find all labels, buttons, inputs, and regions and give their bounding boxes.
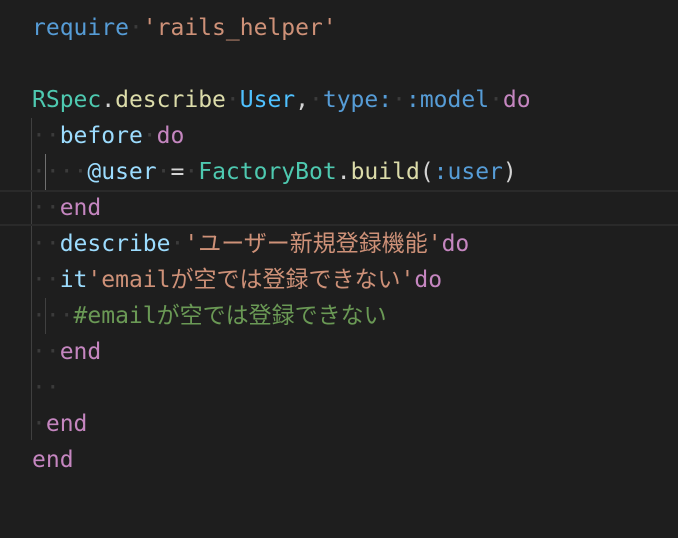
code-token-control: end xyxy=(59,195,102,221)
whitespace-marker: · xyxy=(170,231,185,257)
indent-guide xyxy=(45,298,46,334)
code-token-string: 'rails_helper' xyxy=(142,15,337,41)
whitespace-marker: · xyxy=(309,87,323,113)
whitespace-marker: ·· xyxy=(32,339,60,365)
code-line[interactable]: ··before·do xyxy=(32,118,678,154)
whitespace-marker: · xyxy=(184,159,199,185)
indent-guide xyxy=(31,118,32,440)
whitespace-marker: ·· xyxy=(32,123,60,149)
code-token-control: do xyxy=(441,231,470,257)
code-line[interactable]: ··end xyxy=(32,334,678,370)
code-editor[interactable]: require·'rails_helper' RSpec.describe·Us… xyxy=(0,10,678,478)
code-token-var: it xyxy=(59,267,88,293)
whitespace-marker: · xyxy=(128,15,143,41)
code-token-var: before xyxy=(59,123,143,149)
code-token-plain: = xyxy=(170,159,185,185)
whitespace-marker: ···· xyxy=(32,159,88,185)
whitespace-marker: · xyxy=(156,159,171,185)
whitespace-marker: · xyxy=(142,123,157,149)
code-token-string: 'emailが空では登録できない' xyxy=(87,267,415,293)
code-line[interactable]: ·· xyxy=(32,370,678,406)
whitespace-marker: · xyxy=(489,87,503,113)
code-token-string: 'ユーザー新規登録機能' xyxy=(184,231,442,257)
code-token-class: RSpec xyxy=(32,87,102,113)
code-token-method: build xyxy=(350,159,420,185)
whitespace-marker: ·· xyxy=(32,375,60,401)
code-line[interactable]: end xyxy=(32,442,678,478)
code-line[interactable]: ··describe·'ユーザー新規登録機能'do xyxy=(32,226,678,262)
code-token-keyword: require xyxy=(32,15,129,41)
code-token-var: describe xyxy=(59,231,171,257)
code-token-control: do xyxy=(156,123,185,149)
code-token-control: do xyxy=(414,267,443,293)
whitespace-marker: · xyxy=(32,411,46,437)
code-token-symbol: :model xyxy=(405,87,490,113)
code-token-control: end xyxy=(45,411,88,437)
code-line[interactable]: require·'rails_helper' xyxy=(32,10,678,46)
whitespace-marker: ·· xyxy=(32,267,60,293)
whitespace-marker: ·· xyxy=(32,195,60,221)
code-token-control: end xyxy=(32,447,74,473)
code-token-symbol: :user xyxy=(433,159,503,185)
code-line[interactable] xyxy=(32,46,678,82)
code-token-symbol: type: xyxy=(322,87,393,113)
code-token-plain: ) xyxy=(502,159,517,185)
code-line[interactable]: RSpec.describe·User,·type:·:model·do xyxy=(32,82,678,118)
whitespace-marker: ··· xyxy=(32,303,74,329)
code-token-plain: , xyxy=(295,87,309,113)
code-token-comment: #emailが空では登録できない xyxy=(73,303,387,329)
code-line[interactable]: ··end xyxy=(0,190,678,226)
code-token-plain: ( xyxy=(419,159,434,185)
code-line[interactable]: ··it'emailが空では登録できない'do xyxy=(32,262,678,298)
whitespace-marker: · xyxy=(392,87,406,113)
code-token-control: end xyxy=(59,339,102,365)
whitespace-marker: ·· xyxy=(32,231,60,257)
code-line[interactable]: ·end xyxy=(32,406,678,442)
code-line[interactable]: ···#emailが空では登録できない xyxy=(32,298,678,334)
code-token-control: do xyxy=(502,87,531,113)
code-token-class: FactoryBot xyxy=(198,159,337,185)
code-token-const: User xyxy=(239,87,296,113)
indent-guide-active xyxy=(45,154,46,190)
code-token-plain: . xyxy=(336,159,351,185)
whitespace-marker: · xyxy=(225,87,240,113)
code-token-var: @user xyxy=(87,159,157,185)
code-token-plain: . xyxy=(101,87,116,113)
code-token-method: describe xyxy=(115,87,226,113)
code-line[interactable]: ····@user·=·FactoryBot.build(:user) xyxy=(32,154,678,190)
